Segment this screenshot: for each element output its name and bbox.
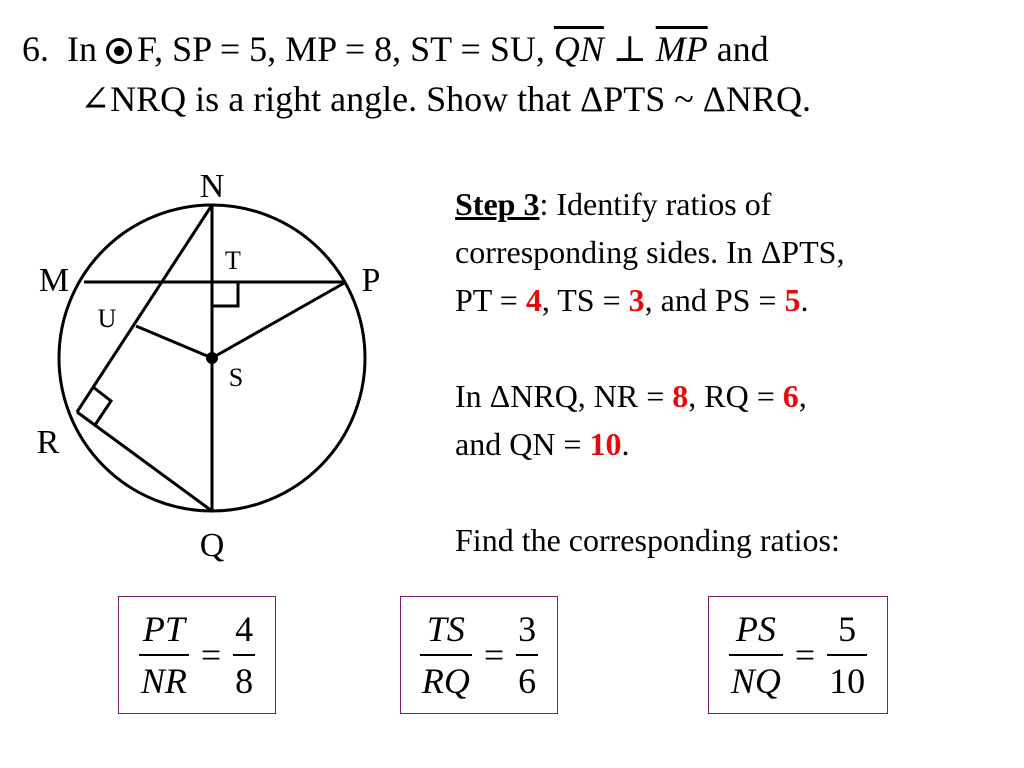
nrq-qn-text: and QN = [455,426,590,462]
fraction-bar [827,654,868,656]
ratio-box-pt-nr: PT NR = 4 8 [118,596,276,714]
value-rq: 6 [782,378,799,414]
problem-in-text: In [67,29,97,69]
pts-ts-text: , TS = [541,282,629,318]
step-line-4: In ΔNRQ, NR = 8, RQ = 6, [455,372,995,420]
fraction-numerator: 3 [518,609,537,649]
problem-line-1: 6. In F, SP = 5, MP = 8, ST = SU, QN ⊥ MP… [22,24,1012,74]
center-point-f [206,352,218,364]
fraction-vars: PT NR [138,607,189,703]
step-3-text: Step 3: Identify ratios of corresponding… [455,180,995,564]
fraction-denominator: NQ [730,661,781,701]
label-m: M [39,262,69,299]
segment-su [135,324,213,360]
circle-dot-icon [106,38,132,64]
segment-mp: MP [655,29,708,69]
fraction-denominator: 10 [829,661,866,701]
problem-statement: 6. In F, SP = 5, MP = 8, ST = SU, QN ⊥ MP… [22,24,1012,124]
right-angle-mark-r [92,385,114,426]
pts-pt-text: PT = [455,282,526,318]
fraction-vars: TS RQ [419,607,472,703]
fraction-bar [233,654,256,656]
problem-line-2: ∠NRQ is a right angle. Show that ΔPTS ~ … [22,74,1012,124]
fraction-vars: PS NQ [728,607,783,703]
period-1: . [800,282,809,318]
label-n: N [200,168,225,205]
equals-sign: = [794,635,816,675]
fraction-bar [138,654,189,656]
fraction-denominator: NR [140,661,187,701]
fraction-numerator: PT [142,609,185,649]
period-2: . [621,426,630,462]
fraction-denominator: RQ [421,661,470,701]
step-line-1: Step 3: Identify ratios of [455,180,995,228]
segment-qn: QN [553,29,604,69]
fraction-denominator: 6 [518,661,537,701]
step-line-3: PT = 4, TS = 3, and PS = 5. [455,276,995,324]
find-ratios-text: Find the corresponding ratios: [455,522,840,558]
step-title-suffix: : Identify ratios of [539,186,772,222]
fraction-numerator: TS [426,609,465,649]
fraction-values: 3 6 [516,607,539,703]
step-title: Step 3 [455,186,540,222]
nrq-rq-text: , RQ = [688,378,783,414]
spacer [455,468,995,516]
label-s: S [229,363,243,392]
angle-icon: ∠ [80,79,111,119]
perpendicular-icon: ⊥ [603,29,656,69]
fraction-numerator: PS [735,609,776,649]
equals-sign: = [200,635,222,675]
value-pt: 4 [525,282,542,318]
equals-sign: = [483,635,505,675]
pts-ps-text: , and PS = [644,282,785,318]
problem-givens: , SP = 5, MP = 8, ST = SU, [154,29,554,69]
right-angle-mark-t [212,282,240,308]
step-line-5: and QN = 10. [455,420,995,468]
chord-rq [76,410,213,513]
fraction-bar [516,654,539,656]
value-ps: 5 [784,282,801,318]
label-u: U [98,304,117,333]
value-ts: 3 [628,282,645,318]
problem-and-text: and [707,29,769,69]
fraction-values: 4 8 [233,607,256,703]
ratio-box-ts-rq: TS RQ = 3 6 [400,596,558,714]
label-t: T [225,246,241,275]
problem-number: 6. [22,29,49,69]
label-r: R [37,424,60,461]
step-line-2: corresponding sides. In ΔPTS, [455,234,845,270]
fraction-numerator: 5 [838,609,857,649]
geometry-diagram: N M P T U S R Q [37,168,381,564]
label-p: P [362,262,381,299]
segment-sp [211,280,347,360]
label-q: Q [200,527,225,564]
fraction-values: 5 10 [827,607,868,703]
comma: , [798,378,807,414]
fraction-denominator: 8 [235,661,254,701]
chord-nr [75,204,214,413]
fraction-bar [419,654,472,656]
nrq-prefix: In ΔNRQ, NR = [455,378,673,414]
ratio-box-ps-nq: PS NQ = 5 10 [708,596,888,714]
value-nr: 8 [672,378,689,414]
fraction-numerator: 4 [235,609,254,649]
value-qn: 10 [589,426,622,462]
problem-line-2-text: NRQ is a right angle. Show that ΔPTS ~ Δ… [110,79,811,119]
fraction-bar [728,654,783,656]
circle-label: F [137,29,155,69]
spacer [455,324,995,372]
